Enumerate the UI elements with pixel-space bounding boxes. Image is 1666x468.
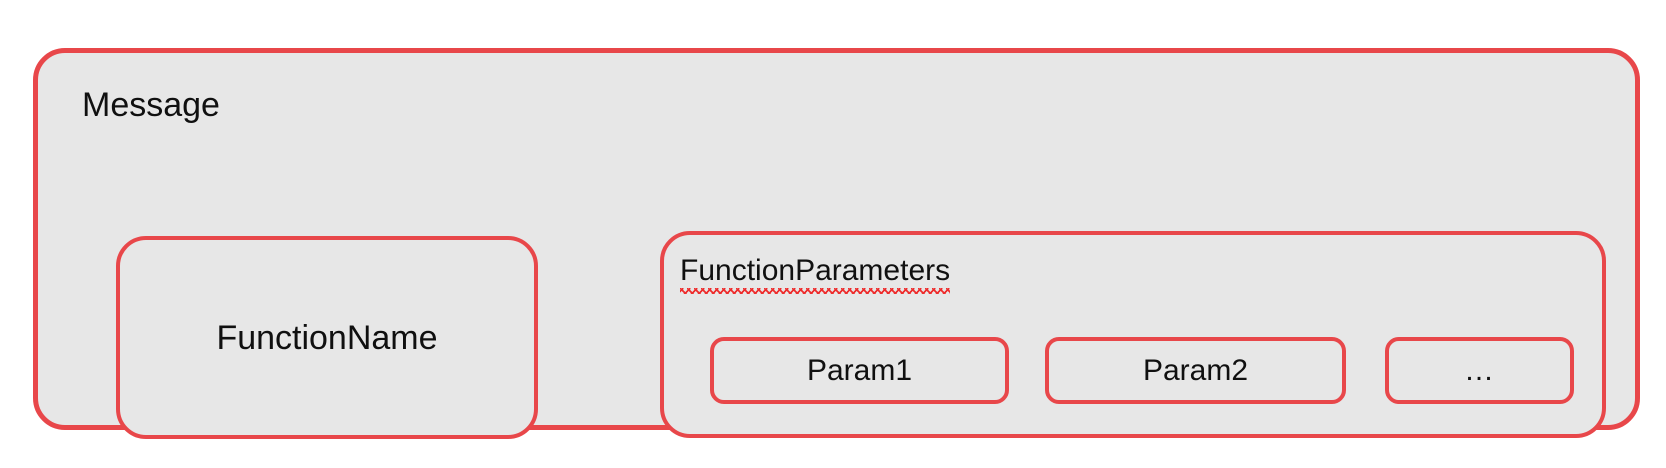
function-parameters-box[interactable]: FunctionParameters Param1 Param2 … xyxy=(660,231,1606,438)
function-name-label: FunctionName xyxy=(216,318,438,357)
parameters-row: Param1 Param2 … xyxy=(664,235,1602,434)
param-box-1[interactable]: Param1 xyxy=(710,337,1009,404)
param-box-ellipsis[interactable]: … xyxy=(1385,337,1574,404)
param-box-2[interactable]: Param2 xyxy=(1045,337,1346,404)
function-parameters-label-wrap: FunctionParameters xyxy=(680,253,951,294)
param-label-2: Param2 xyxy=(1142,353,1249,387)
function-parameters-label: FunctionParameters xyxy=(680,253,951,294)
param-label-1: Param1 xyxy=(806,353,913,387)
function-name-box[interactable]: FunctionName xyxy=(116,236,538,439)
message-label: Message xyxy=(82,86,220,124)
message-container[interactable]: Message FunctionName FunctionParameters … xyxy=(33,48,1640,439)
param-label-ellipsis: … xyxy=(1464,353,1495,387)
